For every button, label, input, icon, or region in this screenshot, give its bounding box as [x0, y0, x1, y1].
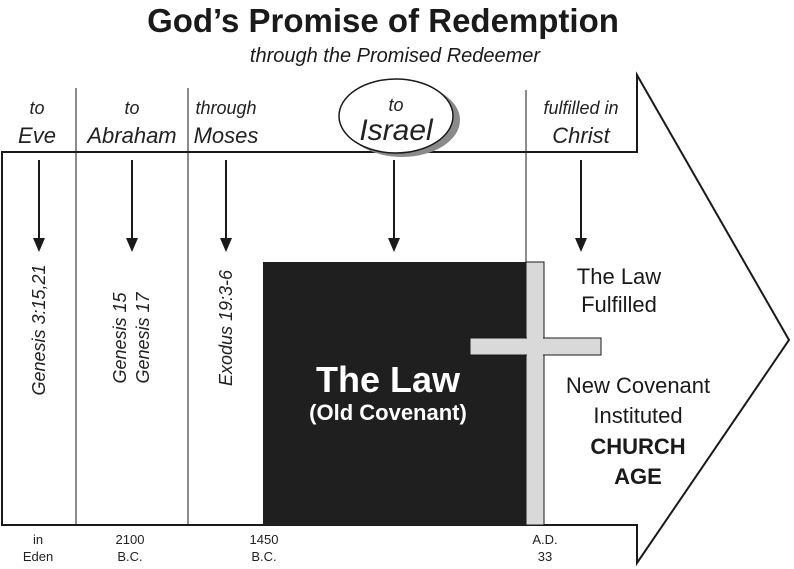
ref-genesis-15: Genesis 15 [110, 291, 130, 383]
col-eve-recipient: Eve [18, 123, 56, 148]
law-box-subtitle: (Old Covenant) [309, 400, 467, 425]
col-moses-recipient: Moses [194, 123, 259, 148]
law-box-title: The Law [316, 359, 461, 400]
page-title: God’s Promise of Redemption [147, 2, 619, 39]
col-christ-recipient: Christ [552, 123, 610, 148]
col-abraham-recipient: Abraham [85, 123, 176, 148]
col-abraham-to: to [124, 98, 139, 118]
law-box [263, 262, 526, 525]
church-age-line1: CHURCH [590, 434, 685, 459]
ref-genesis-17: Genesis 17 [133, 291, 153, 383]
col-israel-to: to [388, 95, 403, 115]
date-eden-line1: in [33, 532, 43, 547]
date-eden-line2: Eden [23, 549, 53, 564]
col-israel-recipient: Israel [359, 114, 434, 147]
date-christ-line1: A.D. [532, 532, 557, 547]
date-abraham-line1: 2100 [116, 532, 145, 547]
new-covenant-line2: Instituted [593, 403, 682, 428]
down-arrow-icon [388, 160, 400, 252]
speech-bubble-icon [338, 78, 460, 157]
col-moses-through: through [195, 98, 256, 118]
ref-genesis-3: Genesis 3:15,21 [29, 264, 49, 395]
law-fulfilled-line1: The Law [577, 264, 661, 289]
church-age-line2: AGE [614, 464, 662, 489]
date-moses-line1: 1450 [250, 532, 279, 547]
law-fulfilled-line2: Fulfilled [581, 292, 657, 317]
date-christ-line2: 33 [538, 549, 552, 564]
down-arrow-icon [575, 160, 587, 252]
new-covenant-line1: New Covenant [566, 373, 710, 398]
date-moses-line2: B.C. [251, 549, 276, 564]
down-arrow-icon [33, 160, 45, 252]
down-arrow-icon [126, 160, 138, 252]
ref-exodus: Exodus 19:3-6 [216, 269, 236, 386]
page-subtitle: through the Promised Redeemer [250, 45, 541, 67]
col-christ-fulfilled: fulfilled in [543, 98, 618, 118]
down-arrow-icon [220, 160, 232, 252]
date-abraham-line2: B.C. [117, 549, 142, 564]
cross-icon [469, 261, 602, 526]
col-eve-to: to [29, 98, 44, 118]
